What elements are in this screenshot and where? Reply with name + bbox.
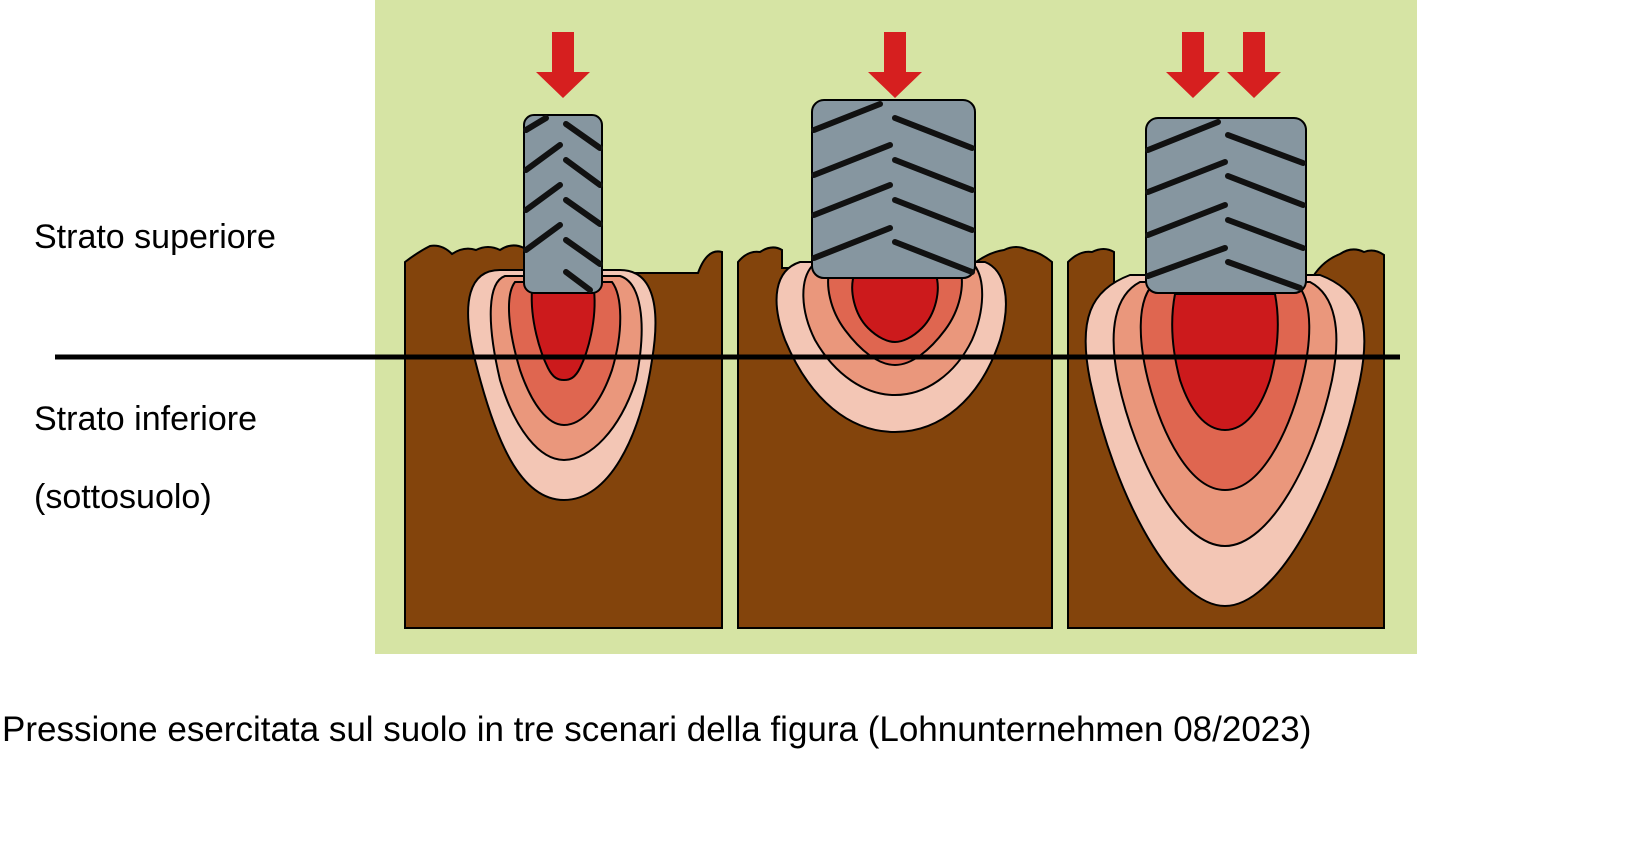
- lower-layer-label: Strato inferiore: [34, 400, 257, 438]
- upper-layer-label: Strato superiore: [34, 218, 276, 256]
- figure-caption: Pressione esercitata sul suolo in tre sc…: [2, 710, 1312, 749]
- scenario-wide-tire: [737, 32, 1053, 629]
- subsoil-label: (sottosuolo): [34, 478, 212, 516]
- tire: [1145, 117, 1307, 294]
- tread-pattern: [811, 101, 975, 275]
- tire: [811, 99, 976, 279]
- load-arrow: [1227, 32, 1281, 98]
- tire: [523, 114, 603, 294]
- load-arrow: [536, 32, 590, 98]
- load-arrow: [1166, 32, 1220, 98]
- pressure-bulb: [467, 269, 657, 502]
- pressure-bulb: [775, 261, 1007, 434]
- scenario-narrow-tire: [404, 32, 723, 629]
- load-arrow: [868, 32, 922, 98]
- tread-pattern: [523, 115, 603, 293]
- tread-pattern: [1145, 119, 1306, 291]
